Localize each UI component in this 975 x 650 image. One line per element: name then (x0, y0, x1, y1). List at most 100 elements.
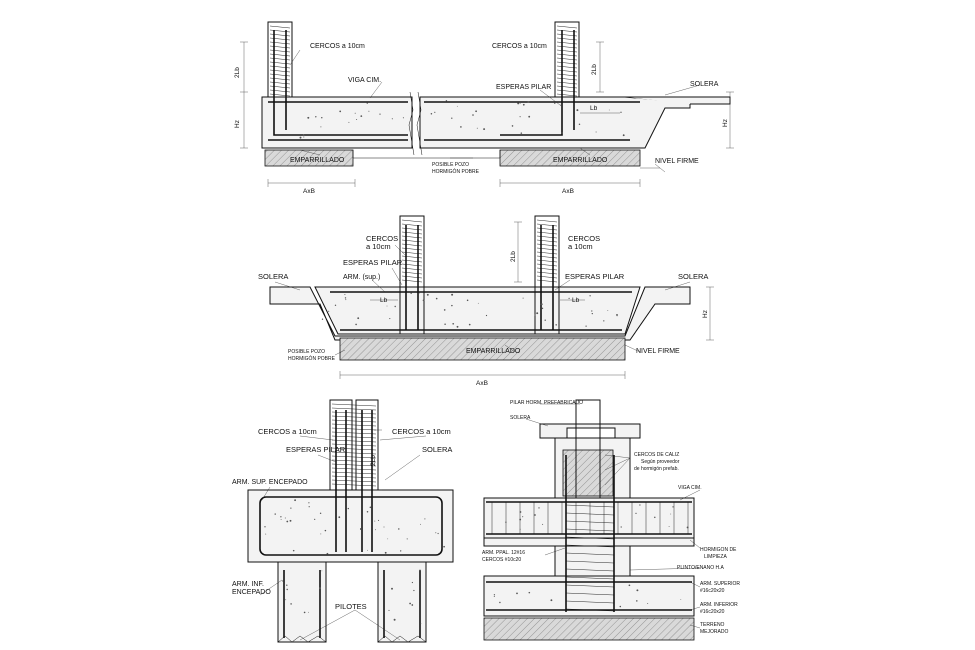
label-viga-cim: VIGA CIM. (348, 77, 381, 84)
aggregate-dot (355, 323, 357, 326)
aggregate-dot (622, 134, 625, 137)
label-pile-cercos-right: CERCOS a 10cm (392, 427, 451, 436)
stirrup (331, 415, 377, 419)
label-cercos-right: CERCOS a 10cm (492, 43, 547, 50)
aggregate-dot (519, 511, 522, 513)
aggregate-dot (274, 513, 276, 515)
aggregate-dot (420, 623, 422, 625)
aggregate-dot (560, 104, 562, 106)
stirrup (401, 279, 423, 283)
middle-lean-concrete (339, 337, 626, 361)
label-precast-terreno: TERRENO (700, 622, 725, 628)
stirrup (269, 77, 291, 81)
label-mid-hormigon-pobre: HORMIGÓN POBRE (288, 355, 336, 362)
aggregate-dot (347, 507, 349, 510)
stirrup (536, 251, 558, 255)
aggregate-dot (393, 618, 396, 621)
stirrup (269, 93, 291, 97)
label-precast-arm-superior: ARM. SUPERIOR (700, 581, 740, 587)
aggregate-dot (321, 117, 323, 119)
aggregate-dot (538, 507, 540, 509)
label-precast-de-hormigon: de hormigón prefab. (634, 466, 679, 472)
aggregate-dot (379, 113, 381, 115)
middle-footing (314, 286, 641, 335)
aggregate-dot (320, 126, 322, 128)
concrete-aggregate-dots (264, 100, 689, 625)
stirrup (401, 275, 423, 279)
aggregate-dot (647, 603, 649, 604)
label-mid-arm-sup: ARM. (sup.) (343, 274, 380, 281)
stirrup (565, 608, 615, 612)
label-mid-nivel-firme: NIVEL FIRME (636, 348, 680, 355)
stirrup (331, 467, 377, 471)
aggregate-dot (680, 599, 682, 600)
stirrup (536, 279, 558, 283)
stirrup (536, 223, 558, 227)
label-nivel-firme: NIVEL FIRME (655, 158, 699, 165)
aggregate-dot (536, 312, 539, 315)
aggregate-dot (290, 507, 292, 509)
aggregate-dot (409, 602, 411, 605)
label-mid-cercos-right: CERCOS (568, 234, 600, 243)
stirrup (401, 255, 423, 259)
label-lb: Lb (590, 105, 598, 112)
stirrup (331, 435, 377, 439)
stirrup (536, 259, 558, 263)
stirrup (565, 512, 615, 516)
stirrup (331, 463, 377, 467)
label-mid-lb-left: Lb (380, 297, 388, 304)
aggregate-dot (418, 292, 420, 294)
aggregate-dot (607, 310, 609, 311)
aggregate-dot (451, 117, 453, 119)
stirrup (536, 267, 558, 271)
aggregate-dot (344, 297, 347, 299)
aggregate-dot (359, 528, 362, 530)
label-precast-cercos-caliz: CERCOS DE CALIZ (634, 452, 679, 458)
stirrup (331, 455, 377, 459)
aggregate-dot (292, 549, 295, 552)
stirrup (269, 41, 291, 45)
label-pile-2lb: 2Lb (370, 455, 377, 466)
stirrup (269, 49, 291, 53)
label-precast-viga-cim: VIGA CIM. (678, 485, 702, 491)
aggregate-dot (619, 605, 622, 608)
aggregate-dot (402, 117, 404, 119)
aggregate-dot (639, 504, 641, 506)
aggregate-dot (456, 105, 458, 107)
aggregate-dot (595, 105, 597, 107)
label-precast-cercos-10: CERCOS #10c20 (482, 557, 521, 563)
stirrup (269, 53, 291, 57)
label-pile-esperas: ESPERAS PILAR (286, 445, 346, 454)
stirrup (269, 57, 291, 61)
stirrup (536, 247, 558, 251)
aggregate-dot (554, 102, 556, 104)
stirrup (331, 451, 377, 455)
stirrup (331, 403, 377, 407)
aggregate-dot (321, 570, 323, 572)
aggregate-dot (388, 609, 390, 611)
aggregate-dot (334, 304, 337, 306)
label-2lb-left: 2Lb (234, 67, 241, 78)
stirrup (565, 600, 615, 604)
aggregate-dot (354, 112, 356, 114)
stirrup (401, 227, 423, 231)
label-solera: SOLERA (690, 81, 719, 88)
aggregate-dot (411, 581, 414, 584)
aggregate-dot (302, 134, 305, 136)
label-mid-2lb: 2Lb (510, 251, 517, 262)
aggregate-dot (319, 587, 321, 590)
stirrup (331, 447, 377, 451)
aggregate-dot (437, 532, 439, 535)
aggregate-dot (568, 297, 570, 300)
aggregate-dot (511, 125, 514, 127)
aggregate-dot (339, 110, 342, 113)
aggregate-dot (468, 323, 471, 326)
right-column (554, 21, 580, 98)
aggregate-dot (451, 304, 453, 307)
aggregate-dot (485, 314, 488, 317)
aggregate-dot (419, 569, 421, 571)
aggregate-dot (308, 502, 310, 504)
aggregate-dot (289, 519, 292, 522)
aggregate-dot (672, 506, 674, 508)
label-precast-segun: Según proveedor (641, 459, 680, 465)
